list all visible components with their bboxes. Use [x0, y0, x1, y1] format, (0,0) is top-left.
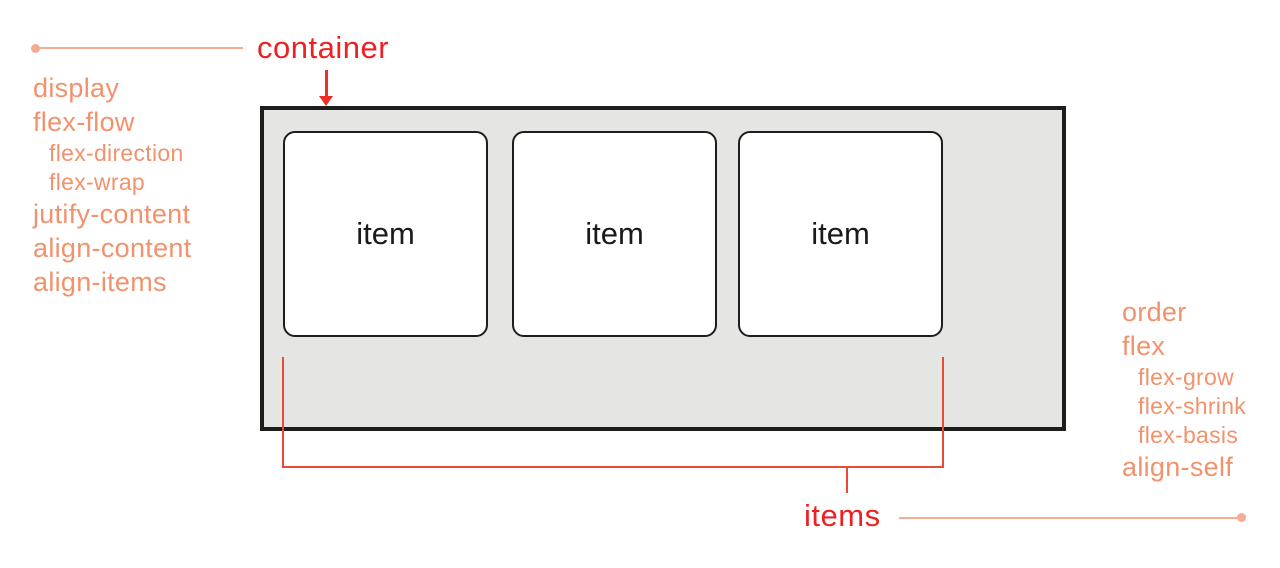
- property-label-flex-wrap: flex-wrap: [49, 169, 146, 195]
- container-properties-list: display flex-flow flex-direction flex-wr…: [33, 71, 192, 299]
- leader-dot-bottom-right: [1237, 513, 1246, 522]
- flex-item-box: item: [512, 131, 717, 337]
- flex-item-box: item: [738, 131, 943, 337]
- property-label-order: order: [1122, 297, 1187, 327]
- property-label-align-items: align-items: [33, 267, 167, 297]
- flex-item-box: item: [283, 131, 488, 337]
- leader-line-item-properties: [899, 517, 1241, 519]
- property-label-display: display: [33, 73, 120, 103]
- property-label-jutify-content: jutify-content: [33, 199, 191, 229]
- property-label-flex: flex: [1122, 331, 1166, 361]
- items-label: items: [804, 498, 881, 533]
- leader-line-container-properties: [39, 47, 243, 49]
- items-bracket-left: [282, 357, 284, 468]
- property-label-flex-basis: flex-basis: [1138, 422, 1239, 448]
- property-label-flex-direction: flex-direction: [49, 140, 184, 166]
- arrow-down-icon: [319, 96, 333, 106]
- items-bracket-tick: [846, 468, 848, 493]
- property-label-align-self: align-self: [1122, 452, 1234, 482]
- item-properties-list: order flex flex-grow flex-shrink flex-ba…: [1122, 295, 1246, 484]
- leader-dot-top-left: [31, 44, 40, 53]
- property-label-flex-grow: flex-grow: [1138, 364, 1235, 390]
- property-label-flex-flow: flex-flow: [33, 107, 135, 137]
- flex-container-box: item item item: [260, 106, 1066, 431]
- items-bracket-right: [942, 357, 944, 468]
- container-label: container: [257, 30, 390, 65]
- property-label-flex-shrink: flex-shrink: [1138, 393, 1247, 419]
- items-bracket-bottom: [282, 466, 944, 468]
- property-label-align-content: align-content: [33, 233, 192, 263]
- container-arrow-line: [325, 70, 328, 98]
